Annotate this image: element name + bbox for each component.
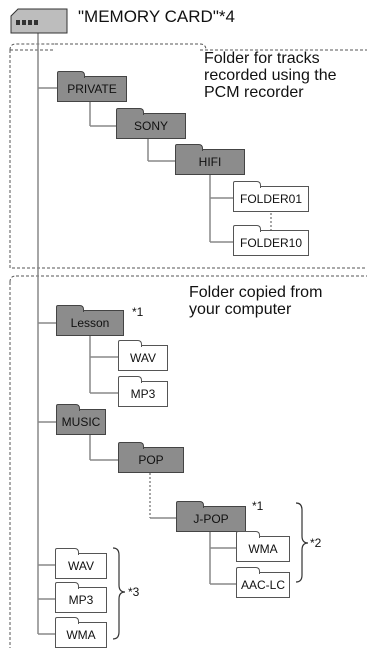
root-label: "MEMORY CARD"*4 (78, 7, 235, 26)
memory-card-icon (10, 8, 68, 34)
pcm-description-line-2: recorded using the (204, 67, 337, 84)
folder-folder10: FOLDER10 (233, 225, 309, 256)
note-jpop: *1 (252, 499, 264, 513)
note-lesson: *1 (132, 305, 144, 319)
folder-private: PRIVATE (57, 71, 127, 102)
brace-2 (295, 502, 309, 583)
pcm-description-line-1: Folder for tracks (204, 50, 320, 67)
folder-lesson: Lesson (56, 305, 124, 336)
folder-sony: SONY (116, 108, 186, 139)
folder-root-wav: WAV (55, 548, 107, 579)
folder-hifi: HIFI (175, 144, 245, 175)
folder-lesson-wav: WAV (118, 340, 168, 371)
computer-description-line-1: Folder copied from (189, 284, 323, 301)
pcm-section-frame (9, 43, 367, 269)
pcm-description-line-3: PCM recorder (204, 84, 304, 101)
folder-root-mp3: MP3 (55, 582, 107, 613)
folder-jpop-wma: WMA (236, 531, 290, 562)
folder-jpop: J-POP (176, 501, 246, 532)
folder-folder01: FOLDER01 (233, 181, 309, 212)
folder-jpop-aac: AAC-LC (236, 567, 290, 598)
computer-section-frame (9, 275, 367, 648)
computer-description-line-2: your computer (189, 301, 292, 318)
note-root-group: *3 (128, 585, 140, 599)
folder-pop: POP (118, 442, 184, 473)
folder-music: MUSIC (56, 404, 106, 435)
brace-3 (112, 547, 126, 640)
note-jpop-group: *2 (310, 536, 322, 550)
folder-root-wma: WMA (55, 617, 107, 648)
folder-lesson-mp3: MP3 (118, 376, 168, 407)
